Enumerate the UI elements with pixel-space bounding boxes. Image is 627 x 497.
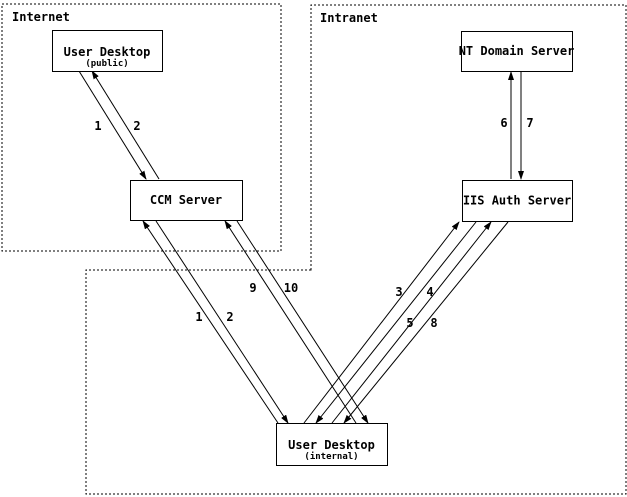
node-user-desktop-public-box xyxy=(52,30,163,72)
connector-label-10: 10 xyxy=(284,281,298,295)
node-user-desktop-internal-box xyxy=(276,423,388,466)
node-ccm-server: CCM Server xyxy=(130,180,243,221)
connector-label-6: 6 xyxy=(500,116,507,130)
node-user-desktop-internal-subtitle: (internal) xyxy=(304,451,358,462)
node-user-desktop-public-subtitle: (public) xyxy=(85,58,128,69)
node-nt-domain-server: NT Domain Server xyxy=(459,31,575,72)
region-internet-outline xyxy=(1,3,282,252)
connector-label-9: 9 xyxy=(249,281,256,295)
node-nt-domain-server-box xyxy=(461,31,573,72)
connector-label-3: 3 xyxy=(395,285,402,299)
connector-line-4-iis-auth-server-to-user-desktop-internal xyxy=(315,221,477,424)
connector-label-7: 7 xyxy=(526,116,533,130)
connector-line-5-user-desktop-internal-to-iis-auth-server xyxy=(331,221,492,424)
connector-label-4: 4 xyxy=(426,285,433,299)
connector-line-3-user-desktop-internal-to-iis-auth-server xyxy=(303,221,460,424)
connector-line-9-user-desktop-internal-to-ccm-server xyxy=(224,220,357,424)
connector-label-1: 1 xyxy=(94,119,101,133)
connector-label-5: 5 xyxy=(406,316,413,330)
node-user-desktop-public: User Desktop(public) xyxy=(52,30,163,72)
node-ccm-server-title: CCM Server xyxy=(150,193,222,207)
node-iis-auth-server: IIS Auth Server xyxy=(462,180,573,222)
connector-label-1: 1 xyxy=(195,310,202,324)
node-iis-auth-server-title: IIS Auth Server xyxy=(463,194,571,208)
node-user-desktop-internal-title: User Desktop xyxy=(288,438,375,452)
connector-label-2: 2 xyxy=(133,119,140,133)
node-user-desktop-public-title: User Desktop xyxy=(64,45,151,59)
connector-line-10-ccm-server-to-user-desktop-internal xyxy=(236,220,369,424)
node-iis-auth-server-box xyxy=(462,180,573,222)
connector-label-8: 8 xyxy=(430,316,437,330)
node-ccm-server-box xyxy=(130,180,243,221)
region-intranet-label: Intranet xyxy=(320,11,378,25)
node-user-desktop-internal: User Desktop(internal) xyxy=(276,423,388,466)
connector-line-1-user-desktop-internal-to-ccm-server xyxy=(142,220,279,424)
region-internet-label: Internet xyxy=(12,10,70,24)
region-intranet-outline xyxy=(85,4,627,495)
connector-label-2: 2 xyxy=(226,310,233,324)
node-nt-domain-server-title: NT Domain Server xyxy=(459,44,575,58)
connector-line-2-ccm-server-to-user-desktop-internal xyxy=(155,220,289,424)
connector-line-1-user-desktop-public-to-ccm-server xyxy=(78,70,147,180)
connector-line-8-iis-auth-server-to-user-desktop-internal xyxy=(343,221,509,424)
connector-line-2-ccm-server-to-user-desktop-public xyxy=(91,70,160,180)
